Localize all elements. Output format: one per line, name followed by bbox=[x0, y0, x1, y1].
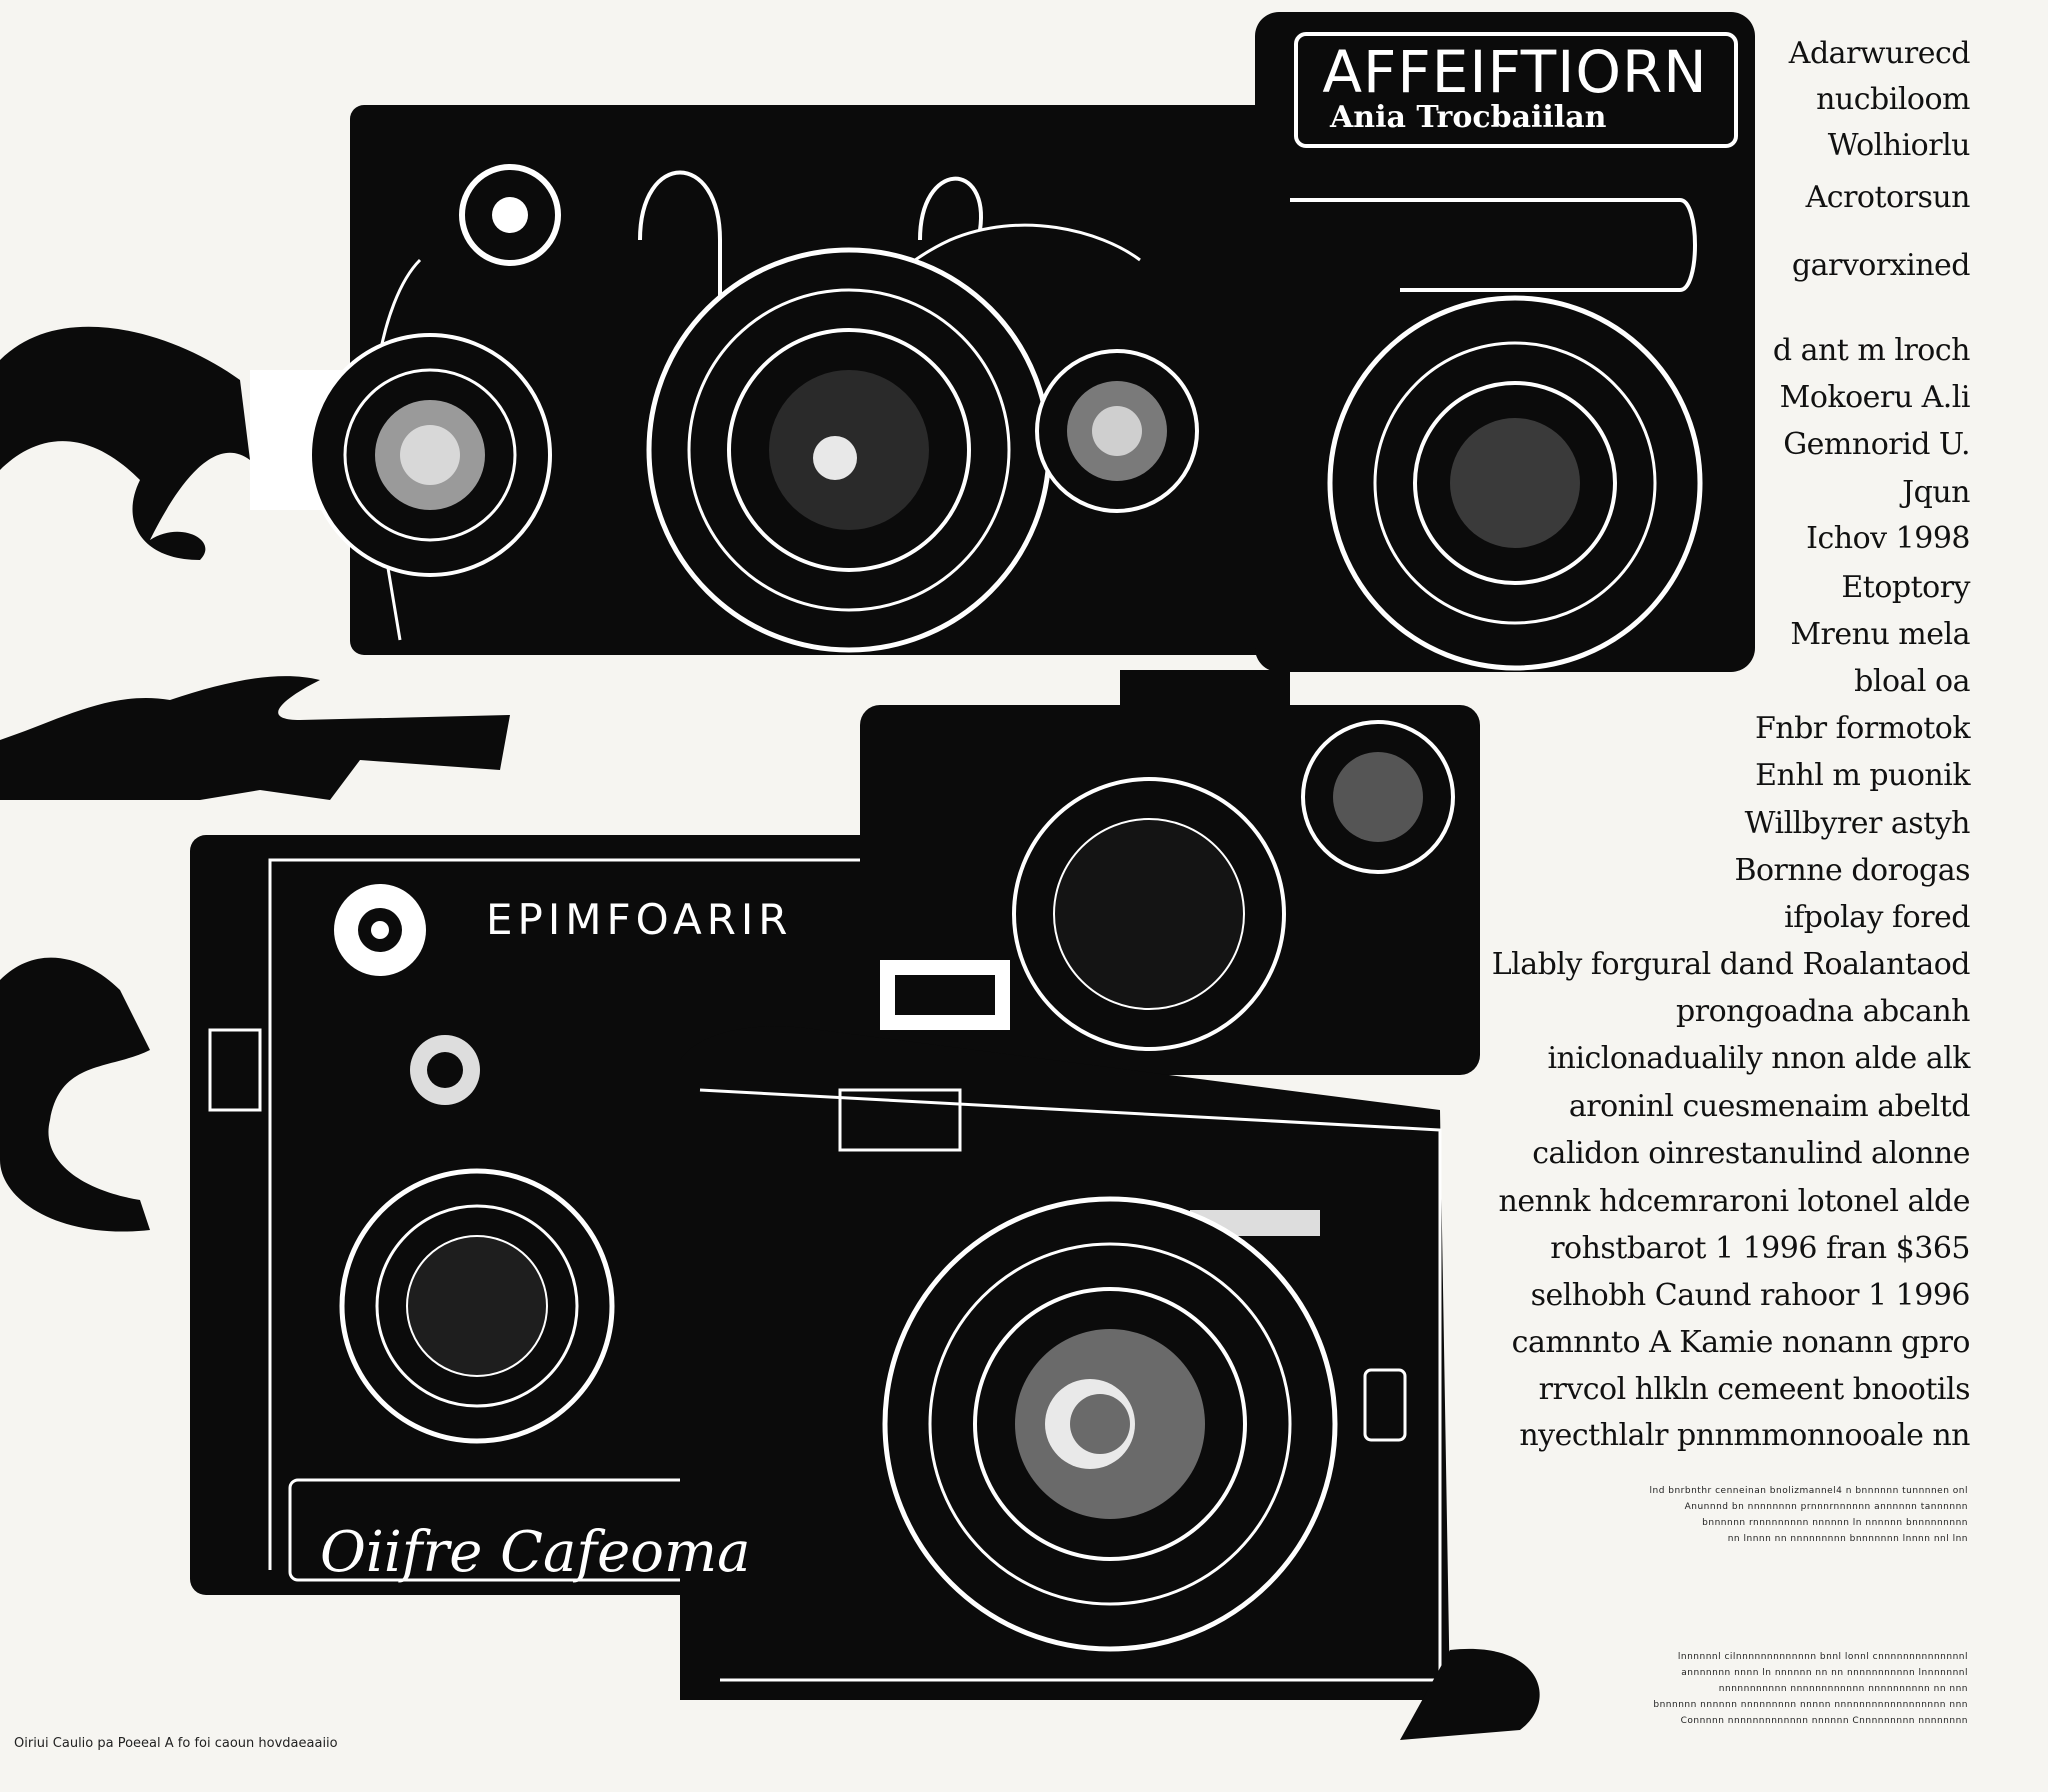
text-column-line: Mokoeru A.li bbox=[1779, 380, 1971, 415]
script-signature: Oiifre Cafeoma bbox=[320, 1520, 751, 1585]
text-column-line: Wolhiorlu bbox=[1827, 128, 1971, 163]
text-column-line: camnnto A Kamie nonann gpro bbox=[1511, 1325, 1971, 1360]
text-column-line: Gemnorid U. bbox=[1783, 427, 1970, 462]
text-column-line: selhobh Caund rahoor 1 1996 bbox=[1530, 1278, 1971, 1313]
text-column-line: bloal oa bbox=[1854, 664, 1970, 699]
strap-swoosh-top bbox=[0, 326, 250, 560]
fine-print-line: bnnnnnn rnnnnnnnnn nnnnnn ln nnnnnn bnnn… bbox=[1702, 1518, 1968, 1528]
fine-print-line: nnnnnnnnnnn nnnnnnnnnnnn nnnnnnnnnn nn n… bbox=[1718, 1684, 1968, 1694]
text-column-line: Jqun bbox=[1902, 475, 1970, 510]
text-column-line: Willbyrer astyh bbox=[1744, 806, 1971, 841]
strap-swoosh-bottom bbox=[0, 957, 150, 1232]
camera-label-subtitle: Ania Trocbaiilan bbox=[1330, 100, 1607, 135]
text-column-line: Bornne dorogas bbox=[1734, 853, 1970, 888]
text-column-line: nucbiloom bbox=[1816, 82, 1970, 117]
fine-print-line: annnnnnn nnnn ln nnnnnn nn nn nnnnnnnnnn… bbox=[1681, 1668, 1968, 1678]
text-column-line: Fnbr formotok bbox=[1754, 711, 1971, 746]
caption: Oiriui Caulio pa Poeeal A fo foi caoun h… bbox=[14, 1736, 338, 1751]
text-column-line: iniclonadualily nnon alde alk bbox=[1547, 1041, 1970, 1076]
text-column-line: nennk hdcemraroni lotonel alde bbox=[1498, 1184, 1971, 1219]
fine-print-line: lnnnnnnl cilnnnnnnnnnnnnn bnnl lonnl cnn… bbox=[1677, 1652, 1968, 1662]
text-column-line: Acrotorsun bbox=[1805, 180, 1971, 215]
fine-print-line: nn lnnnn nn nnnnnnnnn bnnnnnnn lnnnn nnl… bbox=[1727, 1534, 1968, 1544]
text-column-line: rrvcol hlkln cemeent bnootils bbox=[1538, 1372, 1971, 1407]
text-column-line: rohstbarot 1 1996 fran $365 bbox=[1550, 1231, 1970, 1266]
fine-print-line: lnd bnrbnthr cenneinan bnolizmannel4 n b… bbox=[1649, 1486, 1968, 1496]
text-column-line: aroninl cuesmenaim abeltd bbox=[1568, 1089, 1971, 1124]
top-camera bbox=[250, 12, 1755, 672]
text-column-line: Llably forgural dand Roalantaod bbox=[1491, 947, 1971, 982]
text-column-line: nyecthlalr pnnmmonnooale nn bbox=[1519, 1418, 1970, 1453]
text-column-line: Enhl m puonik bbox=[1755, 758, 1970, 793]
camera-label-title: AFFEIFTIORN bbox=[1322, 38, 1708, 106]
text-column-line: d ant m lroch bbox=[1772, 333, 1971, 368]
text-column-line: Ichov 1998 bbox=[1806, 521, 1970, 556]
fine-print-line: bnnnnnn nnnnnn nnnnnnnnn nnnnn nnnnnnnnn… bbox=[1653, 1700, 1968, 1710]
text-column-line: Etoptory bbox=[1841, 570, 1970, 605]
text-column-line: garvorxined bbox=[1791, 248, 1971, 283]
camera-brand-text: EPIMFOARIR bbox=[486, 895, 793, 944]
text-column-line: Mrenu mela bbox=[1790, 617, 1970, 652]
middle-camera bbox=[860, 670, 1480, 1075]
text-column-line: calidon oinrestanulind alonne bbox=[1532, 1136, 1970, 1171]
fine-print-line: Anunnnd bn nnnnnnnn prnnnrnnnnnn annnnnn… bbox=[1684, 1502, 1968, 1512]
strap-swoosh-middle bbox=[0, 676, 510, 800]
text-column-line: ifpolay fored bbox=[1784, 900, 1970, 935]
fine-print-line: Connnnn nnnnnnnnnnnnn nnnnnn Cnnnnnnnnn … bbox=[1680, 1716, 1968, 1726]
text-column-line: Adarwurecd bbox=[1788, 36, 1971, 71]
bottom-right-camera bbox=[680, 1026, 1540, 1740]
text-column-line: prongoadna abcanh bbox=[1676, 994, 1970, 1029]
